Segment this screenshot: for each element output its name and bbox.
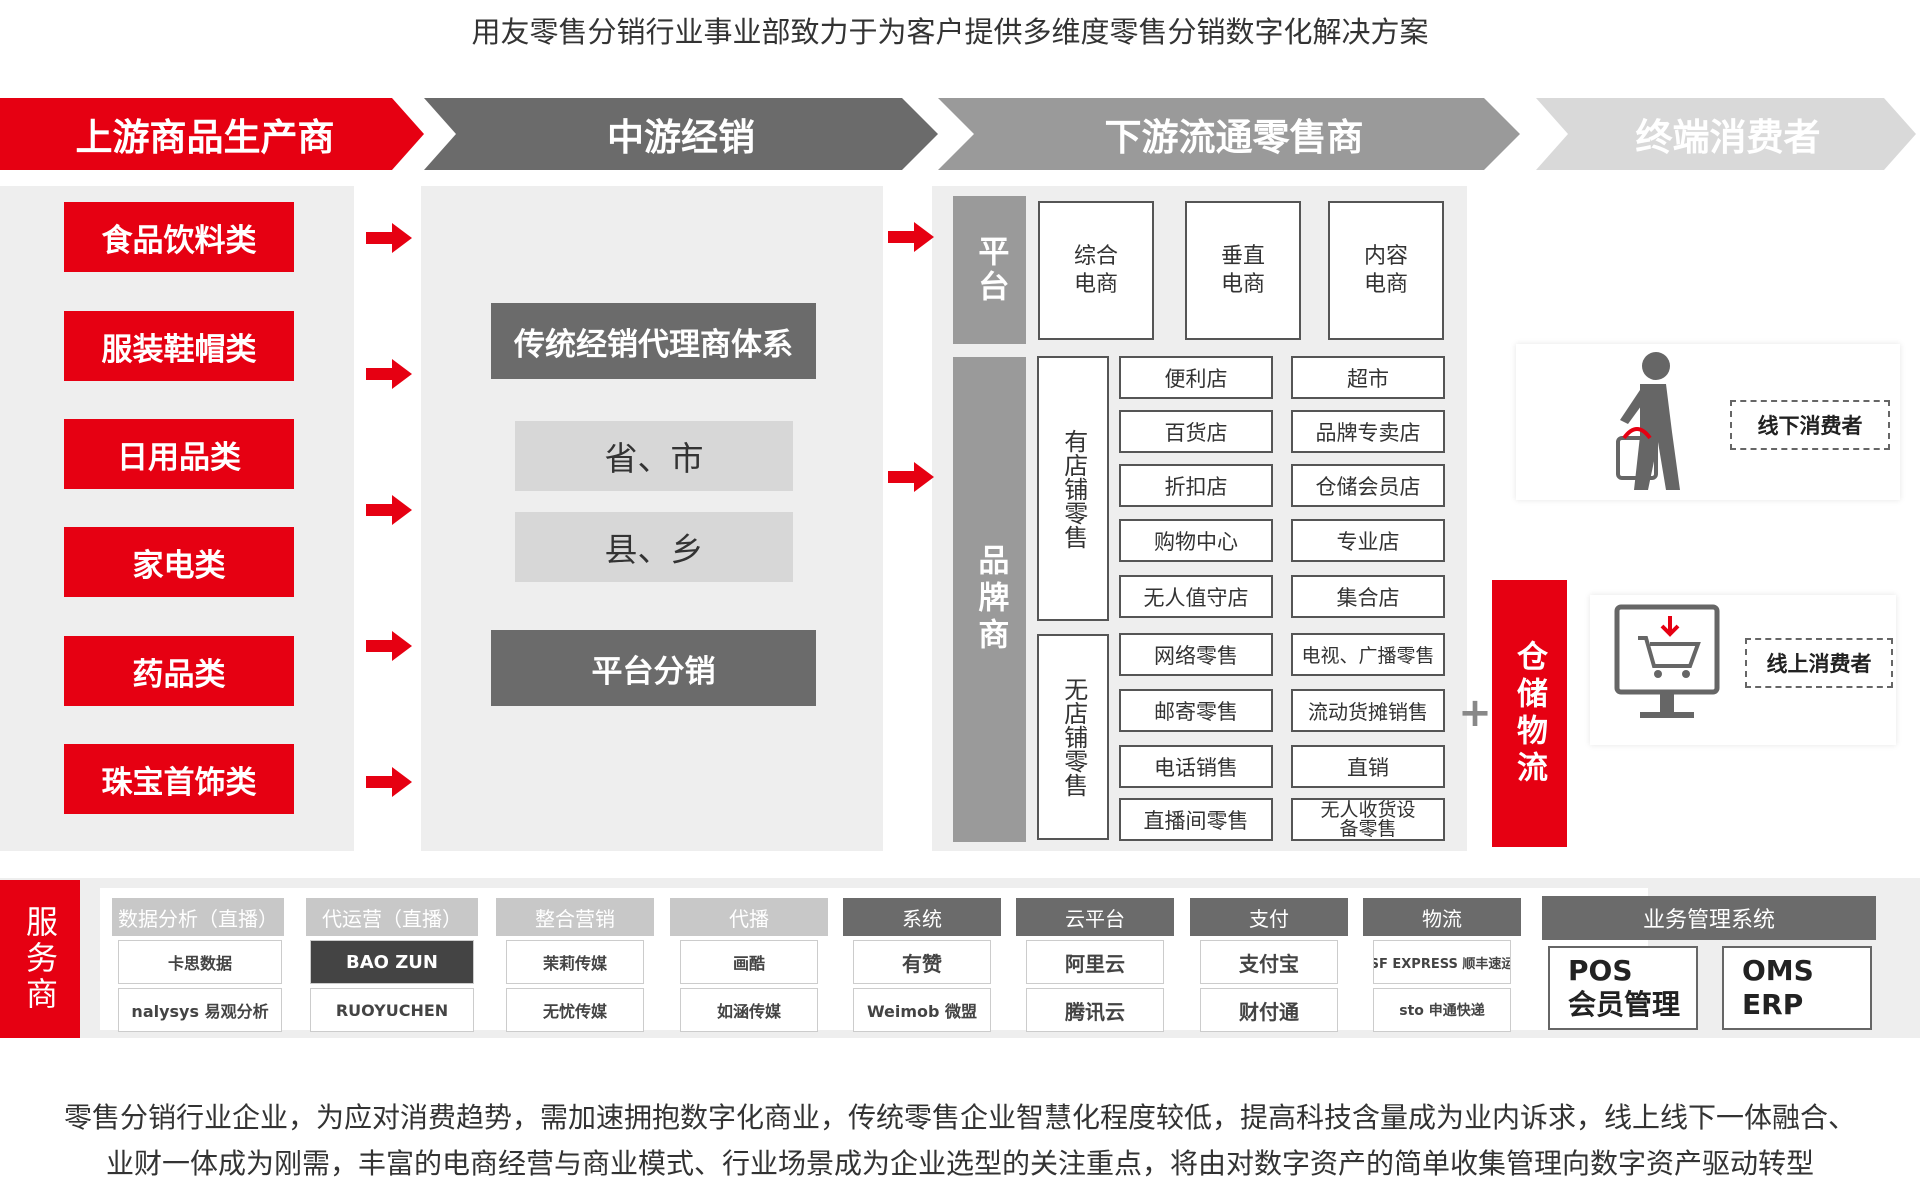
category-apparel: 服装鞋帽类	[64, 311, 294, 381]
category-appliance: 家电类	[64, 527, 294, 597]
stage-chevrons	[0, 98, 1916, 170]
logo-ruhan: 如涵传媒	[680, 988, 818, 1032]
logo-ruoyuchen: RUOYUCHEN	[310, 988, 474, 1032]
service-group-cloud: 云平台	[1016, 898, 1174, 936]
chevron-upstream	[0, 98, 424, 170]
business-system-oms: OMS ERP	[1722, 946, 1872, 1030]
footer-line-2: 业财一体成为刚需，丰富的电商经营与商业模式、行业场景成为企业选型的关注重点，将由…	[105, 1147, 1814, 1180]
logo-moli-media: 茉莉传媒	[506, 940, 644, 984]
platform-distribution: 平台分销	[491, 630, 816, 706]
store-type-mall: 购物中心	[1119, 519, 1273, 562]
arrow-right-icon	[366, 223, 412, 253]
stage-midstream-label: 中游经销	[607, 116, 755, 159]
service-group-business-system: 业务管理系统	[1542, 896, 1876, 940]
service-group-system: 系统	[843, 898, 1001, 936]
chevron-consumer	[1536, 98, 1916, 170]
logo-caasdata: 卡思数据	[118, 940, 282, 984]
store-type-unmanned: 无人值守店	[1119, 575, 1273, 618]
online-consumer-label: 线上消费者	[1745, 638, 1893, 688]
nonstore-type-direct: 直销	[1291, 745, 1445, 788]
arrow-right-icon	[888, 222, 934, 252]
category-daily: 日用品类	[64, 419, 294, 489]
stage-consumer-label: 终端消费者	[1635, 116, 1821, 159]
service-group-logistics: 物流	[1363, 898, 1521, 936]
service-group-payment: 支付	[1190, 898, 1348, 936]
logo-joy-media: 无忧传媒	[506, 988, 644, 1032]
arrow-right-icon	[888, 462, 934, 492]
brand-label: 品牌商	[953, 357, 1026, 842]
category-food: 食品饮料类	[64, 202, 294, 272]
online-shopping-monitor-icon	[1614, 604, 1720, 718]
plus-sign: +	[1458, 690, 1492, 736]
category-jewelry: 珠宝首饰类	[64, 744, 294, 814]
nonstore-type-mail: 邮寄零售	[1119, 689, 1273, 732]
nonstore-retail-label: 无店铺零售	[1037, 634, 1109, 840]
county-town: 县、乡	[515, 512, 793, 582]
stage-downstream-label: 下游流通零售商	[1104, 116, 1364, 159]
logo-youzan: 有赞	[853, 940, 991, 984]
upstream-panel	[0, 186, 354, 851]
logo-baozun: BAO ZUN	[310, 940, 474, 984]
logo-analysys: nalysys 易观分析	[118, 988, 282, 1032]
services-label: 服务商	[0, 880, 80, 1038]
logo-alipay: 支付宝	[1200, 940, 1338, 984]
chevron-downstream	[938, 98, 1520, 170]
logo-weimob: Weimob 微盟	[853, 988, 991, 1032]
nonstore-type-online: 网络零售	[1119, 633, 1273, 676]
service-group-integrated-marketing: 整合营销	[496, 898, 654, 936]
store-type-convenience: 便利店	[1119, 356, 1273, 399]
logo-sto-express: sto 申通快递	[1373, 988, 1511, 1032]
store-type-department: 百货店	[1119, 410, 1273, 453]
logo-aliyun: 阿里云	[1026, 940, 1164, 984]
arrow-right-icon	[366, 359, 412, 389]
stage-upstream-label: 上游商品生产商	[75, 116, 335, 159]
page-title: 用友零售分销行业事业部致力于为客户提供多维度零售分销数字化解决方案	[471, 15, 1429, 49]
nonstore-type-livestream: 直播间零售	[1119, 798, 1273, 841]
logo-tencent-cloud: 腾讯云	[1026, 988, 1164, 1032]
logo-tenpay: 财付通	[1200, 988, 1338, 1032]
category-medicine: 药品类	[64, 636, 294, 706]
nonstore-type-vending: 无人收货设备零售	[1291, 798, 1445, 841]
platform-type-general: 综合电商	[1038, 201, 1154, 340]
logo-sf-express: SF EXPRESS 顺丰速运	[1373, 940, 1511, 984]
platform-type-vertical: 垂直电商	[1185, 201, 1301, 340]
province-city: 省、市	[515, 421, 793, 491]
store-type-specialty: 专业店	[1291, 519, 1445, 562]
logistics-label: 仓储物流	[1492, 580, 1567, 847]
store-retail-label: 有店铺零售	[1037, 356, 1109, 621]
platform-label: 平台	[953, 196, 1026, 344]
chevron-midstream	[424, 98, 938, 170]
service-group-agency-ops: 代运营（直播）	[306, 898, 478, 936]
store-type-collection: 集合店	[1291, 575, 1445, 618]
store-type-brand-store: 品牌专卖店	[1291, 410, 1445, 453]
logo-huaku: 画酷	[680, 940, 818, 984]
service-group-data-analysis: 数据分析（直播）	[112, 898, 284, 936]
store-type-discount: 折扣店	[1119, 464, 1273, 507]
offline-consumer-label: 线下消费者	[1730, 400, 1890, 450]
arrow-right-icon	[366, 631, 412, 661]
nonstore-type-tv-radio: 电视、广播零售	[1291, 633, 1445, 676]
footer-line-1: 零售分销行业企业，为应对消费趋势，需加速拥抱数字化商业，传统零售企业智慧化程度较…	[63, 1101, 1856, 1134]
arrow-right-icon	[366, 767, 412, 797]
service-group-live-hosting: 代播	[670, 898, 828, 936]
business-system-pos: POS 会员管理	[1548, 946, 1698, 1030]
arrow-right-icon	[366, 495, 412, 525]
nonstore-type-stall: 流动货摊销售	[1291, 689, 1445, 732]
platform-type-content: 内容电商	[1328, 201, 1444, 340]
traditional-distribution: 传统经销代理商体系	[491, 303, 816, 379]
store-type-warehouse-club: 仓储会员店	[1291, 464, 1445, 507]
store-type-supermarket: 超市	[1291, 356, 1445, 399]
walking-shopper-icon	[1616, 352, 1680, 490]
nonstore-type-phone: 电话销售	[1119, 745, 1273, 788]
